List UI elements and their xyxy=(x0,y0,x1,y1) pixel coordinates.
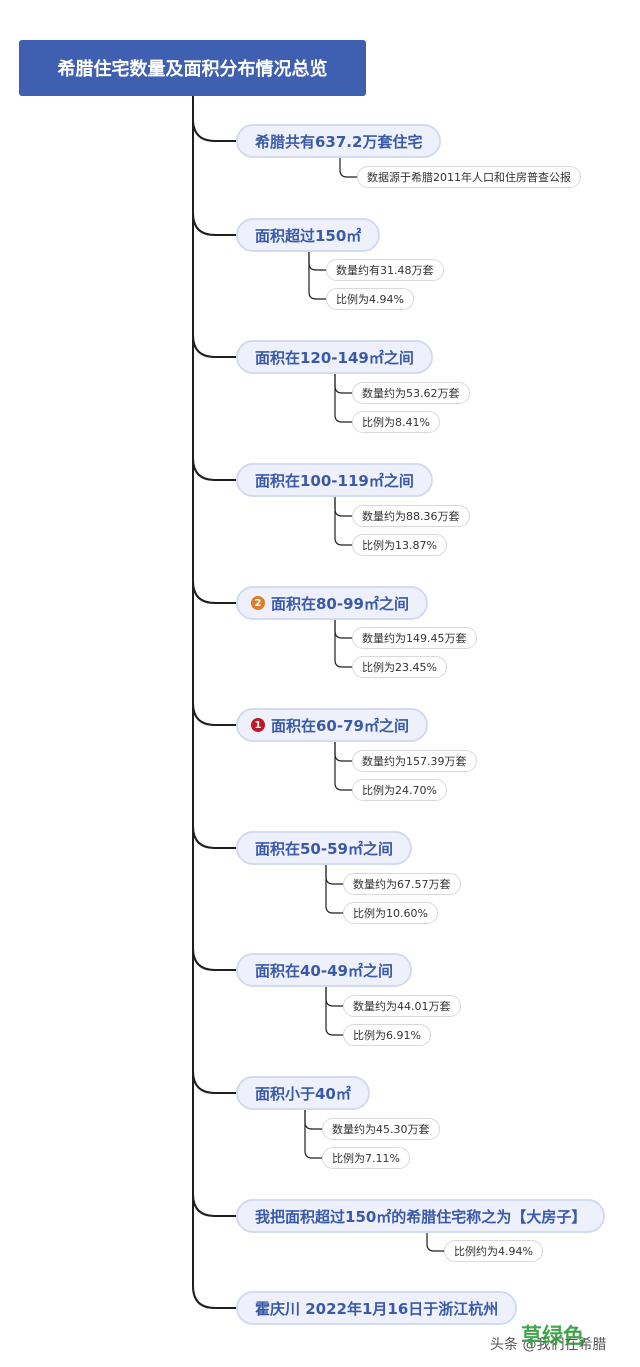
leaf-count[interactable]: 数量约为149.45万套 xyxy=(352,627,477,649)
leaf-count[interactable]: 数量约为53.62万套 xyxy=(352,382,470,404)
branch-connector xyxy=(192,702,237,726)
branch-topic-under-40[interactable]: 面积小于40㎡ xyxy=(236,1076,370,1110)
branch-topic-40-49[interactable]: 面积在40-49㎡之间 xyxy=(236,953,412,987)
branch-topic-80-99[interactable]: 2 面积在80-99㎡之间 xyxy=(236,586,428,620)
branch-connector xyxy=(192,947,237,971)
leaf-label: 比例为4.94% xyxy=(336,293,404,306)
root-topic[interactable]: 希腊住宅数量及面积分布情况总览 xyxy=(19,40,366,96)
leaf-count[interactable]: 数量约为157.39万套 xyxy=(352,750,477,772)
branch-topic-over-150[interactable]: 面积超过150㎡ xyxy=(236,218,381,252)
leaf-ratio[interactable]: 比例为4.94% xyxy=(326,288,414,310)
branch-label: 面积在120-149㎡之间 xyxy=(255,348,414,367)
branch-connector xyxy=(192,825,237,849)
branch-label: 面积在50-59㎡之间 xyxy=(255,839,393,858)
branch-label: 面积超过150㎡ xyxy=(255,226,362,245)
watermark-green: 草绿色 xyxy=(521,1324,584,1348)
leaf-ratio[interactable]: 比例约为4.94% xyxy=(444,1240,543,1262)
leaf-connector xyxy=(334,741,353,791)
leaf-label: 数据源于希腊2011年人口和住房普查公报 xyxy=(367,171,571,184)
leaf-label: 数量约为53.62万套 xyxy=(362,387,460,400)
branch-label: 面积在60-79㎡之间 xyxy=(271,716,409,735)
watermark-source: 头条 @我们在希腊 xyxy=(490,1337,607,1353)
leaf-connector xyxy=(308,251,327,300)
leaf-count[interactable]: 数量约为67.57万套 xyxy=(343,873,461,895)
root-title: 希腊住宅数量及面积分布情况总览 xyxy=(57,59,328,80)
leaf-connector xyxy=(304,1109,323,1159)
leaf-count[interactable]: 数量约为45.30万套 xyxy=(322,1118,440,1140)
leaf-label: 比例为10.60% xyxy=(353,907,428,920)
branch-topic-60-79[interactable]: 1 面积在60-79㎡之间 xyxy=(236,708,428,742)
priority-2-icon: 2 xyxy=(251,596,265,610)
leaf-connector xyxy=(325,986,344,1036)
leaf-label: 比例为8.41% xyxy=(362,416,430,429)
leaf-label: 比例为6.91% xyxy=(353,1029,421,1042)
leaf-ratio[interactable]: 比例为24.70% xyxy=(352,779,447,801)
branch-label: 希腊共有637.2万套住宅 xyxy=(255,132,423,151)
branch-connector xyxy=(192,212,237,236)
priority-1-icon: 1 xyxy=(251,718,265,732)
branch-topic-100-119[interactable]: 面积在100-119㎡之间 xyxy=(236,463,433,497)
leaf-count[interactable]: 数量约为88.36万套 xyxy=(352,505,470,527)
leaf-connector xyxy=(334,496,353,546)
leaf-ratio[interactable]: 比例为8.41% xyxy=(352,411,440,433)
leaf-connector xyxy=(339,157,358,178)
branch-connector xyxy=(192,1193,237,1217)
branch-label: 面积小于40㎡ xyxy=(255,1084,351,1103)
leaf-connector xyxy=(334,619,353,639)
leaf-data-source[interactable]: 数据源于希腊2011年人口和住房普查公报 xyxy=(357,166,581,188)
leaf-connector xyxy=(334,619,353,668)
branch-label: 我把面积超过150㎡的希腊住宅称之为【大房子】 xyxy=(255,1207,587,1226)
branch-connector xyxy=(192,334,237,358)
leaf-label: 比例为24.70% xyxy=(362,784,437,797)
branch-connector xyxy=(192,457,237,481)
leaf-label: 比例约为4.94% xyxy=(454,1245,533,1258)
leaf-connector xyxy=(334,373,353,423)
leaf-label: 比例为7.11% xyxy=(332,1152,400,1165)
branch-topic-big-house[interactable]: 我把面积超过150㎡的希腊住宅称之为【大房子】 xyxy=(236,1199,606,1233)
leaf-ratio[interactable]: 比例为23.45% xyxy=(352,656,447,678)
branch-label: 面积在80-99㎡之间 xyxy=(271,594,409,613)
branch-label: 霍庆川 2022年1月16日于浙江杭州 xyxy=(255,1299,499,1318)
leaf-connector xyxy=(325,986,344,1007)
leaf-ratio[interactable]: 比例为10.60% xyxy=(343,902,438,924)
leaf-ratio[interactable]: 比例为7.11% xyxy=(322,1147,410,1169)
leaf-label: 数量约为44.01万套 xyxy=(353,1000,451,1013)
branch-label: 面积在40-49㎡之间 xyxy=(255,961,393,980)
branch-connector xyxy=(192,1070,237,1094)
branch-topic-total[interactable]: 希腊共有637.2万套住宅 xyxy=(236,124,442,158)
leaf-label: 比例为23.45% xyxy=(362,661,437,674)
branch-topic-120-149[interactable]: 面积在120-149㎡之间 xyxy=(236,340,433,374)
leaf-label: 数量约为88.36万套 xyxy=(362,510,460,523)
leaf-connector xyxy=(426,1232,445,1252)
branch-connector xyxy=(192,118,237,142)
leaf-label: 数量约为67.57万套 xyxy=(353,878,451,891)
leaf-connector xyxy=(325,864,344,885)
leaf-connector xyxy=(334,373,353,394)
branch-topic-50-59[interactable]: 面积在50-59㎡之间 xyxy=(236,831,412,865)
branch-connector xyxy=(192,1285,237,1309)
leaf-label: 数量约为45.30万套 xyxy=(332,1123,430,1136)
leaf-connector xyxy=(325,864,344,914)
leaf-label: 数量约有31.48万套 xyxy=(336,264,434,277)
leaf-connector xyxy=(334,496,353,517)
leaf-count[interactable]: 数量约有31.48万套 xyxy=(326,259,444,281)
leaf-count[interactable]: 数量约为44.01万套 xyxy=(343,995,461,1017)
leaf-connector xyxy=(334,741,353,762)
leaf-ratio[interactable]: 比例为13.87% xyxy=(352,534,447,556)
leaf-label: 数量约为149.45万套 xyxy=(362,632,467,645)
branch-connector xyxy=(192,580,237,604)
leaf-label: 比例为13.87% xyxy=(362,539,437,552)
branch-label: 面积在100-119㎡之间 xyxy=(255,471,414,490)
branch-topic-author[interactable]: 霍庆川 2022年1月16日于浙江杭州 xyxy=(236,1291,518,1325)
leaf-connector xyxy=(304,1109,323,1130)
leaf-label: 数量约为157.39万套 xyxy=(362,755,467,768)
leaf-connector xyxy=(308,251,327,271)
leaf-ratio[interactable]: 比例为6.91% xyxy=(343,1024,431,1046)
